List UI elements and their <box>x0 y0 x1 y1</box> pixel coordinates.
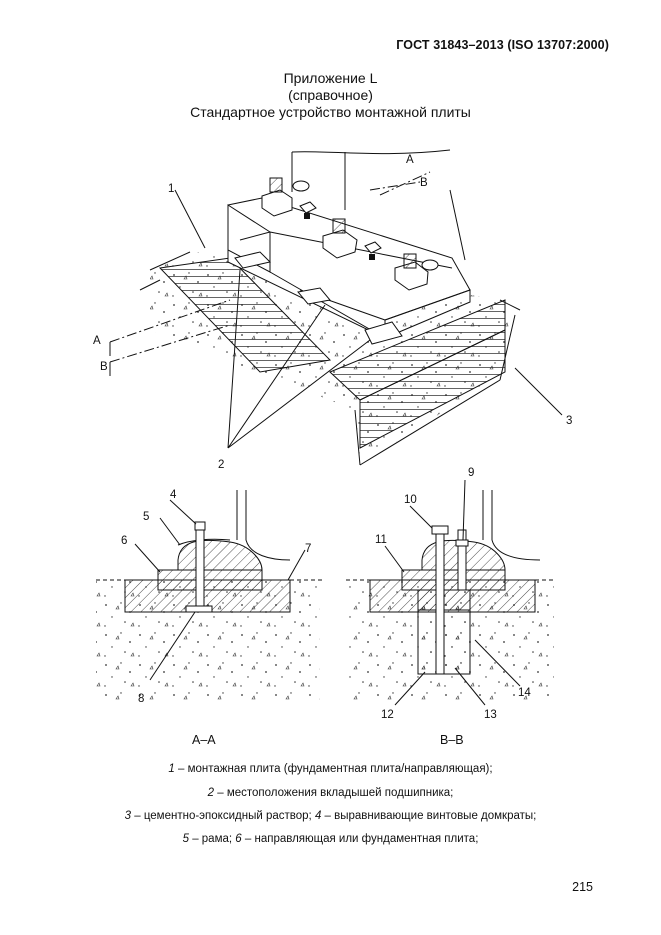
callout-6: 6 <box>121 535 127 547</box>
section-a-marker-top: A <box>406 154 414 166</box>
legend-line-4: 5 – рама; 6 – направляющая или фундамент… <box>182 833 479 845</box>
section-label-aa: А–А <box>192 733 216 747</box>
section-a-marker-left: A <box>93 335 101 347</box>
callout-7: 7 <box>305 543 311 555</box>
appendix-name: Стандартное устройство монтажной плиты <box>190 104 471 120</box>
callout-14: 14 <box>518 687 531 699</box>
callout-13: 13 <box>484 709 497 721</box>
legend-line-3: 3 – цементно-эпоксидный раствор; 4 – выр… <box>124 810 537 822</box>
callout-8: 8 <box>138 693 144 705</box>
callout-labels: 1 2 3 4 5 6 7 8 9 10 11 12 13 14 A B A B <box>93 154 572 721</box>
page-number: 215 <box>572 880 593 894</box>
section-b-marker-left: B <box>100 361 108 373</box>
isometric-view <box>109 149 563 466</box>
callout-11: 11 <box>375 534 387 546</box>
appendix-kind: (справочное) <box>288 87 373 103</box>
legend-line-1: 1 – монтажная плита (фундаментная плита/… <box>168 763 493 775</box>
callout-5: 5 <box>143 511 149 523</box>
document-header: ГОСТ 31843–2013 (ISO 13707:2000) <box>396 38 609 52</box>
callout-2: 2 <box>218 459 224 471</box>
section-aa-view <box>96 490 322 700</box>
callout-9: 9 <box>468 467 474 479</box>
section-b-marker-top: B <box>420 177 428 189</box>
callout-4: 4 <box>170 489 177 501</box>
section-bb-view <box>346 479 555 706</box>
callout-3: 3 <box>566 415 572 427</box>
section-label-bb: В–В <box>440 733 464 747</box>
callout-1: 1 <box>168 183 174 195</box>
callout-10: 10 <box>404 494 417 506</box>
callout-12: 12 <box>381 709 394 721</box>
legend-line-2: 2 – местоположения вкладышей подшипника; <box>207 787 454 799</box>
appendix-title: Приложение L <box>283 70 378 86</box>
title-block: Приложение L (справочное) Стандартное ус… <box>0 70 661 121</box>
